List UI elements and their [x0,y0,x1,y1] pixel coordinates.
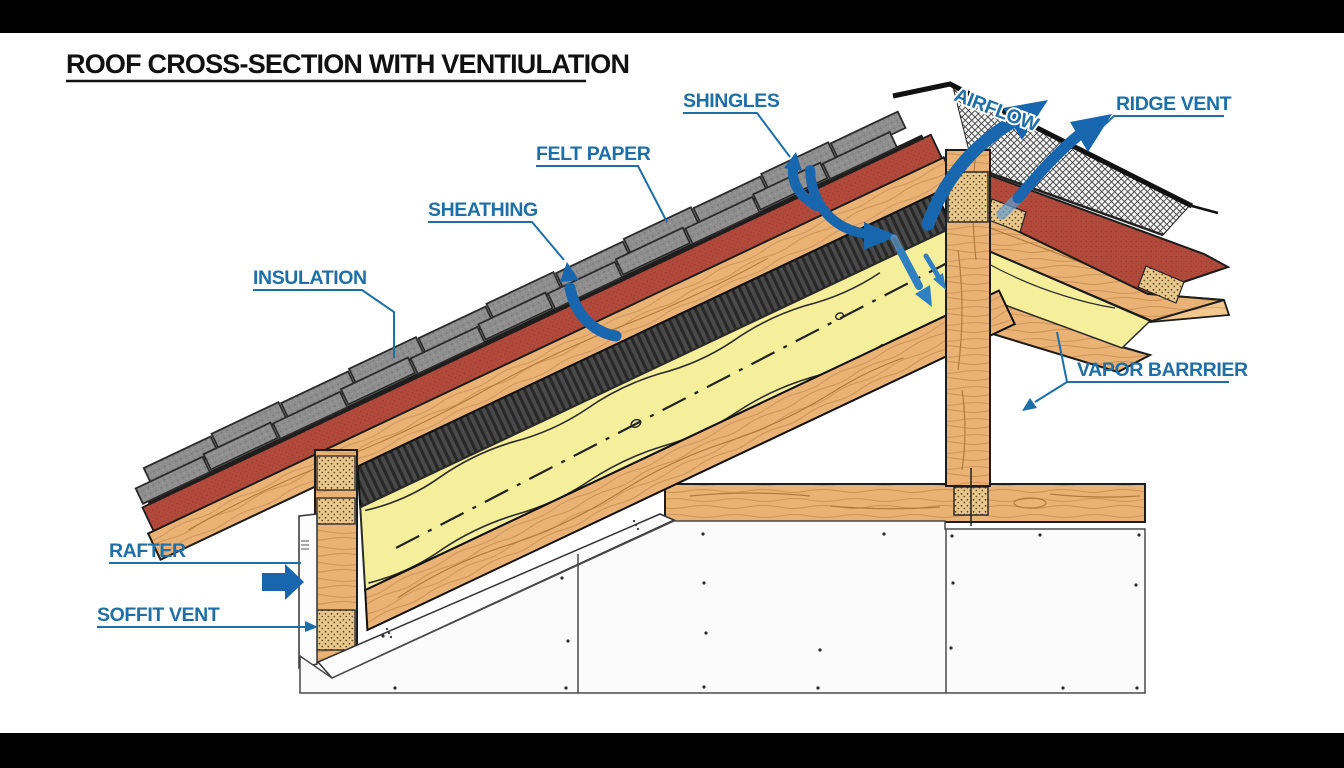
drywall-screws [381,532,1141,690]
label-rafter: RAFTER [109,540,186,562]
ceiling-joist [664,483,1146,523]
label-sheathing: SHEATHING [428,199,538,221]
felt-paper-leader [536,165,668,223]
baffle-swirl-arrow-icon [805,165,898,250]
end-grain-block [316,455,356,491]
sheathing-leader [428,221,565,261]
soffit-vent-block [316,609,356,651]
insulation-centerline [395,262,948,549]
label-shingles: SHINGLES [683,90,780,112]
airflow-arrows [262,100,1112,600]
end-grain-block [1137,265,1185,304]
ceiling-drywall [299,520,1146,694]
rafter-layer [364,289,1017,632]
airflow-arrow-icon [921,100,1048,231]
label-vapor-barrier: VAPOR BARRRIER [1077,359,1248,381]
top-letterbox-bar [0,0,1344,33]
end-grain-block [316,497,356,525]
soffit-board [316,513,676,679]
ridge-vent-leader [1098,115,1224,131]
soffit-vent-arrowhead-icon [305,621,318,632]
ridge-post [945,149,991,526]
intake-arrow-icon [560,262,622,342]
page-title: ROOF CROSS-SECTION WITH VENTIULATION [66,49,629,79]
label-ridge-vent: RIDGE VENT [1116,93,1232,115]
vapor-barrier-arrowhead-icon [1022,398,1037,411]
eave-assembly [298,449,676,679]
ridge-vent-arrow-icon [996,114,1112,220]
fastener-marks [385,519,640,639]
label-felt-paper: FELT PAPER [536,143,651,165]
shingles-leader [683,112,791,158]
insulation-leader [253,289,395,358]
leader-lines [97,112,1229,628]
ridge-cap-line [892,81,1194,209]
label-insulation: INSULATION [253,267,367,289]
shingle-gap-arrow-icon [784,152,821,211]
rafter-block-arrow-icon [262,564,304,600]
vapor-barrier-arrow-line [1034,381,1068,403]
insulation-down-arrow-icon [890,234,946,307]
fascia-board [298,513,318,669]
label-soffit-vent: SOFFIT VENT [97,604,220,626]
bottom-letterbox-bar [0,733,1344,768]
